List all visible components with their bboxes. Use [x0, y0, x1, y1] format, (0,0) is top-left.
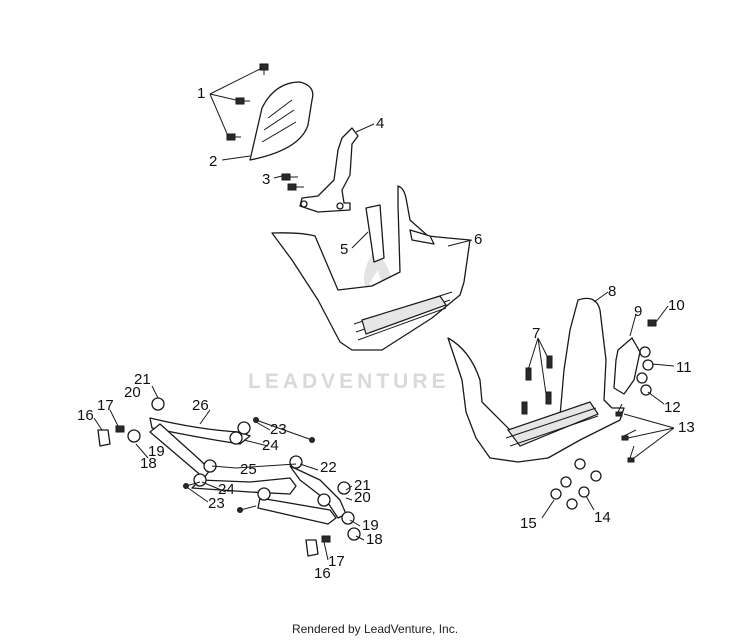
callout-16: 16 [77, 407, 94, 424]
callout-7: 7 [532, 325, 540, 342]
callout-18: 18 [140, 455, 157, 472]
callout-13: 13 [678, 419, 695, 436]
callout-22: 22 [320, 459, 337, 476]
fitting-part [97, 425, 331, 557]
callout-26: 26 [192, 397, 209, 414]
callout-leaders [93, 67, 675, 561]
callout-8: 8 [608, 283, 616, 300]
pin-part [183, 417, 315, 513]
callout-24-lower: 24 [218, 481, 235, 498]
callout-4: 4 [376, 115, 384, 132]
credit-text: Rendered by LeadVenture, Inc. [291, 622, 459, 636]
hex-nut-part [550, 458, 602, 510]
callout-24: 24 [262, 437, 279, 454]
callout-21-lower: 21 [354, 477, 371, 494]
callout-14: 14 [594, 509, 611, 526]
bracket-part [299, 127, 359, 213]
callout-25: 25 [240, 461, 257, 478]
callout-23-lower: 23 [208, 495, 225, 512]
callout-16-lower: 16 [314, 565, 331, 582]
callout-19: 19 [148, 443, 165, 460]
callout-3: 3 [262, 171, 270, 188]
callout-18-lower: 18 [366, 531, 383, 548]
rear-floor-part [447, 297, 625, 463]
callout-12: 12 [664, 399, 681, 416]
callout-11: 11 [676, 359, 692, 376]
callout-20-lower: 20 [354, 489, 371, 506]
callout-10: 10 [668, 297, 685, 314]
callout-labels: 1 2 3 4 5 6 7 8 9 10 11 12 13 14 15 16 1… [77, 85, 695, 582]
rear-bolt-part [615, 403, 637, 463]
callout-1: 1 [197, 85, 205, 102]
callout-5: 5 [340, 241, 348, 258]
front-cab-part [271, 185, 471, 351]
callout-9: 9 [634, 303, 642, 320]
callout-21: 21 [134, 371, 151, 388]
decal-part [365, 204, 385, 263]
plate-nut-part [636, 346, 654, 396]
reflector-plate-part [613, 337, 641, 395]
callout-15: 15 [520, 515, 537, 532]
callout-17: 17 [97, 397, 114, 414]
callout-23: 23 [270, 421, 287, 438]
callout-19-lower: 19 [362, 517, 379, 534]
callout-17-lower: 17 [328, 553, 345, 570]
watermark: LEADVENTURE [248, 370, 450, 393]
floor-bolt-part [521, 355, 553, 415]
headlight-shield-part [249, 81, 314, 161]
callout-2: 2 [209, 153, 217, 170]
a-arm-frame-part [127, 397, 361, 541]
bracket-screw-part [281, 173, 304, 191]
plate-screw-part [647, 319, 657, 327]
callout-6: 6 [474, 231, 482, 248]
callout-20: 20 [124, 384, 141, 401]
